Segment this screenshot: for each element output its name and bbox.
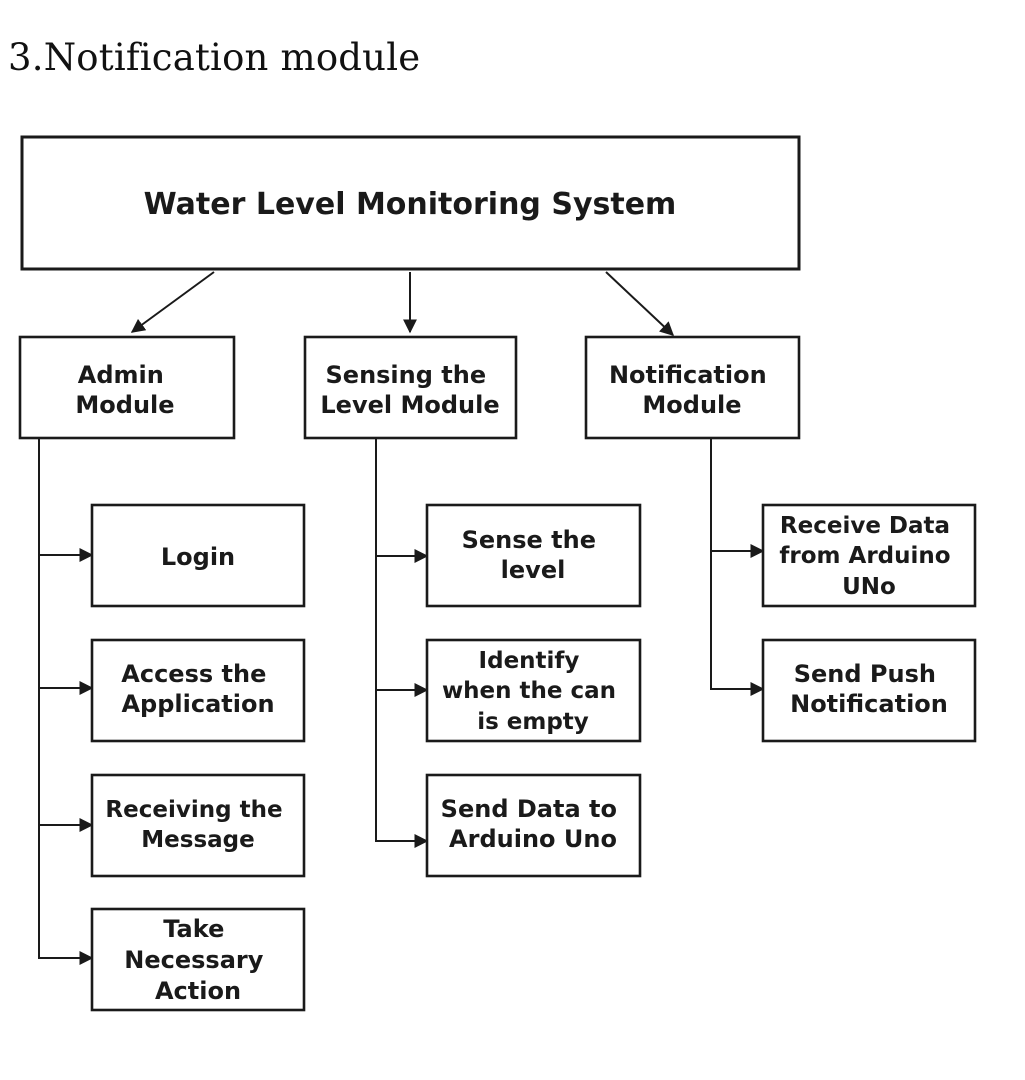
- notification-item-receive-line-3: UNo: [842, 574, 896, 600]
- notification-item-push-line-2: Notification: [790, 690, 948, 718]
- admin-item-access-line-2: Application: [121, 690, 274, 718]
- sensing-module-label-line-2: Level Module: [320, 391, 499, 419]
- admin-item-receiving-box: [90, 773, 306, 878]
- sensing-module-label: Sensing the Level Module: [320, 361, 499, 419]
- admin-item-login-box: [90, 503, 306, 608]
- sensing-item-identify: Identify when the can is empty: [425, 638, 642, 743]
- sensing-item-identify-label: Identify when the can is empty: [442, 648, 624, 735]
- edge-root-notification: [605, 271, 675, 336]
- admin-module-label-line-1: Admin: [78, 361, 164, 389]
- admin-module-label: Admin Module: [75, 361, 174, 419]
- notification-item-receive: Receive Data from Arduino UNo: [761, 503, 977, 608]
- notification-module-label-line-2: Module: [642, 391, 741, 419]
- admin-item-receiving-line-1: Receiving the: [105, 797, 282, 823]
- notification-item-receive-box: [761, 503, 977, 608]
- sensing-item-sense-label: Sense the level: [462, 526, 605, 584]
- sensing-item-send-label: Send Data to Arduino Uno: [441, 795, 626, 853]
- admin-item-receiving-label: Receiving the Message: [105, 797, 290, 853]
- admin-item-access-label: Access the Application: [121, 660, 274, 718]
- sensing-item-sense-line-2: level: [501, 556, 566, 584]
- admin-item-action-box: [90, 907, 306, 1012]
- notification-item-push-box: [761, 638, 977, 743]
- notification-item-push-label: Send Push Notification: [790, 660, 948, 718]
- admin-module-node: Admin Module: [18, 335, 236, 440]
- sensing-item-sense-box: [425, 503, 642, 608]
- sensing-item-identify-line-3: is empty: [477, 709, 589, 735]
- admin-item-action-line-2: Necessary: [124, 946, 263, 974]
- sensing-item-identify-line-2: when the can: [442, 678, 616, 704]
- notification-item-receive-label: Receive Data from Arduino UNo: [779, 513, 958, 600]
- notification-module-box: [584, 335, 801, 440]
- root-node-box: [20, 135, 801, 271]
- admin-item-login-label: Login: [161, 543, 235, 571]
- notification-item-receive-line-1: Receive Data: [780, 513, 950, 539]
- sensing-item-send: Send Data to Arduino Uno: [425, 773, 642, 878]
- admin-item-action: Take Necessary Action: [90, 907, 306, 1012]
- admin-module-label-line-2: Module: [75, 391, 174, 419]
- edge-root-admin: [130, 271, 215, 333]
- notification-module-label: Notification Module: [609, 361, 775, 419]
- root-node: Water Level Monitoring System: [20, 135, 801, 271]
- admin-module-box: [18, 335, 236, 440]
- sensing-item-send-line-1: Send Data to: [441, 795, 617, 823]
- notification-module-node: Notification Module: [584, 335, 801, 440]
- root-node-label: Water Level Monitoring System: [144, 187, 677, 222]
- admin-item-access: Access the Application: [90, 638, 306, 743]
- section-heading: 3.Notification module: [8, 36, 421, 79]
- sensing-item-send-line-2: Arduino Uno: [449, 825, 617, 853]
- admin-item-action-line-3: Action: [155, 977, 241, 1005]
- admin-item-receiving-line-2: Message: [141, 827, 254, 853]
- notification-item-receive-line-2: from Arduino: [779, 543, 950, 569]
- admin-item-action-label: Take Necessary Action: [124, 915, 271, 1005]
- sensing-item-identify-line-1: Identify: [479, 648, 580, 674]
- sensing-item-sense-line-1: Sense the: [462, 526, 596, 554]
- admin-item-action-line-1: Take: [163, 915, 224, 943]
- admin-item-access-box: [90, 638, 306, 743]
- admin-item-login-line-1: Login: [161, 543, 235, 571]
- sensing-item-sense: Sense the level: [425, 503, 642, 608]
- sensing-item-send-box: [425, 773, 642, 878]
- notification-item-push-line-1: Send Push: [794, 660, 936, 688]
- admin-item-login: Login: [90, 503, 306, 608]
- notification-item-push: Send Push Notification: [761, 638, 977, 743]
- admin-item-access-line-1: Access the: [121, 660, 266, 688]
- notification-module-label-line-1: Notification: [609, 361, 767, 389]
- sensing-item-identify-box: [425, 638, 642, 743]
- sensing-module-label-line-1: Sensing the: [326, 361, 487, 389]
- admin-item-receiving: Receiving the Message: [90, 773, 306, 878]
- sensing-module-node: Sensing the Level Module: [303, 335, 518, 440]
- sensing-module-box: [303, 335, 518, 440]
